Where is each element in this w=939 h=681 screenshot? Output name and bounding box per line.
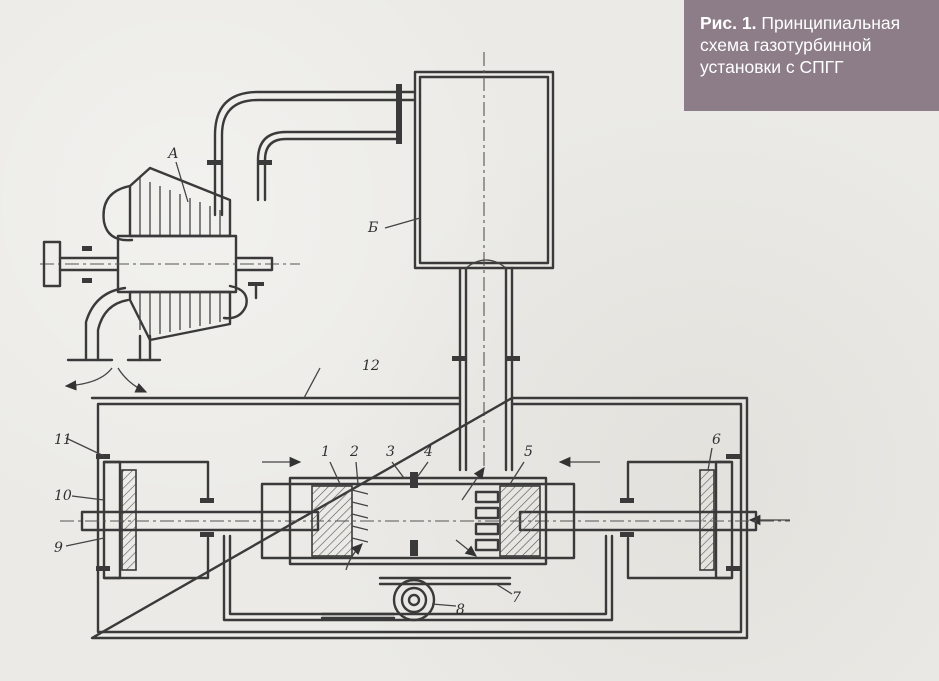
piston-rods — [60, 510, 790, 532]
label-8: 8 — [456, 602, 465, 618]
leader-lines — [65, 161, 713, 607]
casing — [90, 396, 749, 640]
component-labels: А Б 1 2 3 4 5 6 7 8 9 10 11 12 — [54, 146, 721, 618]
right-compressor — [620, 454, 790, 580]
label-12: 12 — [362, 358, 380, 374]
label-4: 4 — [423, 444, 433, 460]
label-9: 9 — [54, 540, 63, 556]
label-10: 10 — [54, 488, 72, 504]
receiver-vessel — [413, 52, 555, 470]
label-A: А — [167, 146, 179, 162]
turbine-unit — [40, 166, 300, 393]
gas-pipe — [452, 259, 520, 472]
left-compressor — [96, 454, 214, 580]
figure-caption: Рис. 1. Принципиальная схема газотурбинн… — [684, 0, 939, 111]
label-5: 5 — [524, 444, 533, 460]
caption-text: Принципиальная схема газотурбинной устан… — [700, 13, 901, 77]
label-1: 1 — [321, 444, 330, 460]
label-11: 11 — [54, 432, 72, 448]
fuel-pump — [320, 576, 512, 622]
label-B: Б — [367, 220, 378, 236]
label-7: 7 — [512, 590, 521, 606]
bent-pipe — [207, 84, 417, 217]
label-6: 6 — [712, 432, 721, 448]
label-3: 3 — [386, 444, 395, 460]
label-2: 2 — [349, 444, 359, 460]
caption-lead: Рис. 1. — [700, 13, 757, 33]
engine-cylinder — [260, 456, 600, 571]
